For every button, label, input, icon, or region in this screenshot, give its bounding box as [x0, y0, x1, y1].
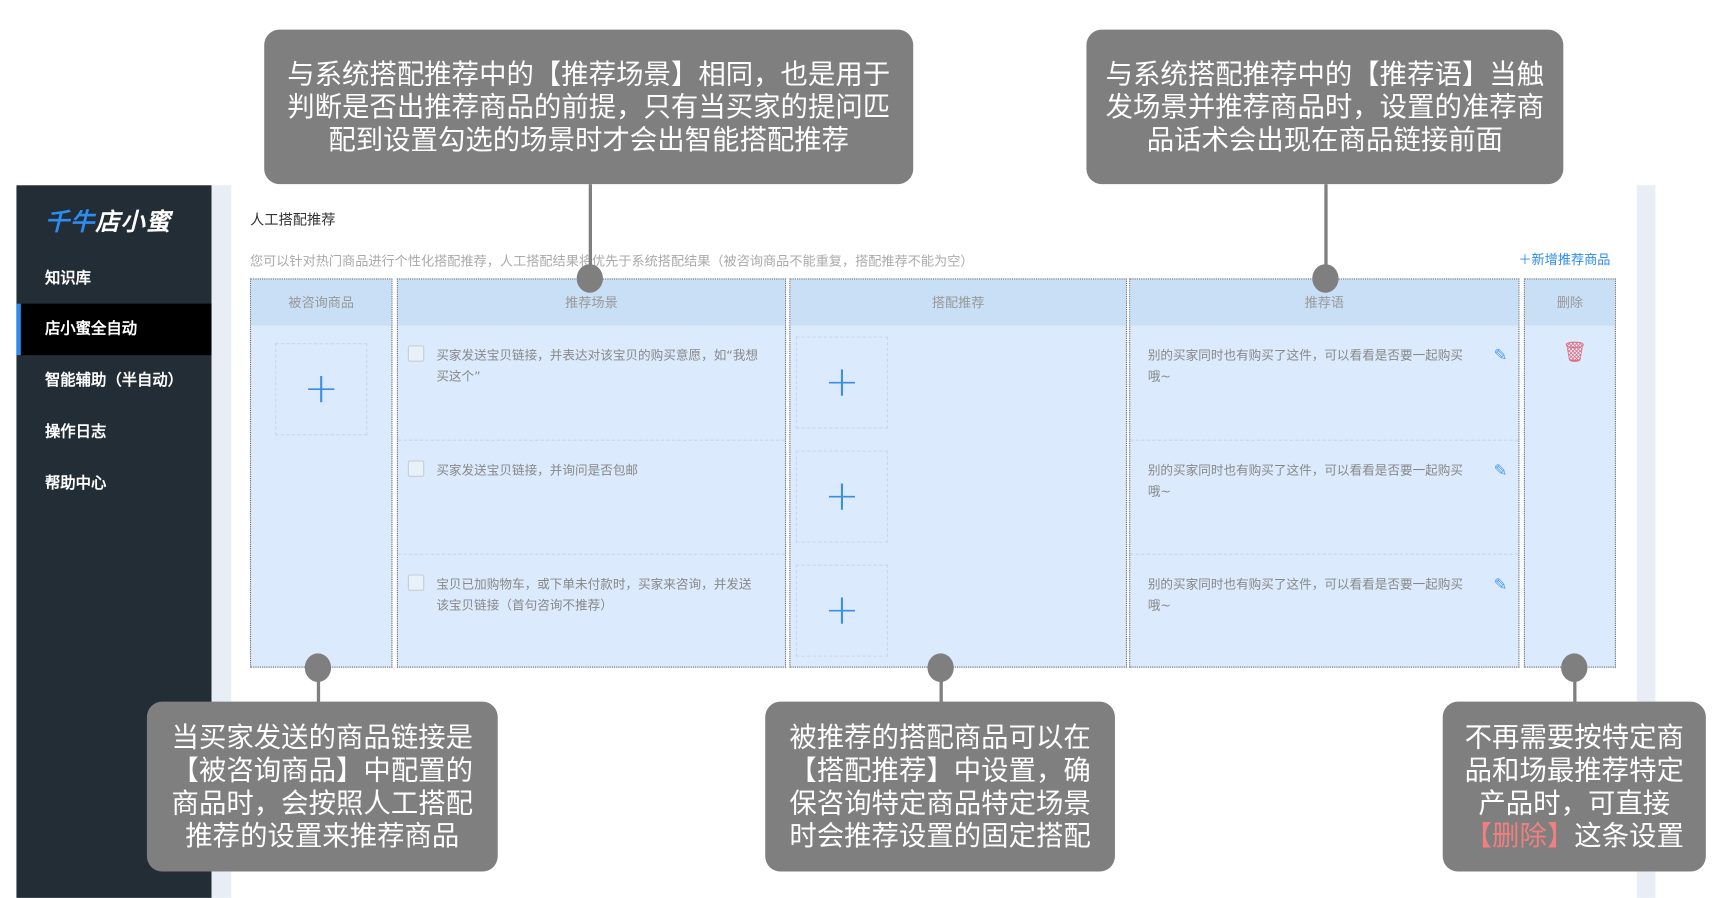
callout-scene: 与系统搭配推荐中的【推荐场景】相同，也是用于判断是否出推荐商品的前提，只有当买家…	[264, 29, 914, 185]
table-row: 别的买家同时也有购买了这件，可以看看是否要一起购买哦~ ✎	[1130, 553, 1519, 668]
add-recommend-button[interactable]: ＋新增推荐商品	[1518, 252, 1611, 268]
callout-text: 被推荐的搭配商品可以在【搭配推荐】中设置，确保咨询特定商品特定场景时会推荐设置的…	[789, 720, 1091, 852]
add-product-button[interactable]: +	[275, 343, 368, 436]
description: 您可以针对热门商品进行个性化搭配推荐，人工搭配结果将优先于系统搭配结果（被咨询商…	[249, 253, 974, 269]
connector	[316, 667, 321, 703]
table-row: 买家发送宝贝链接，并询问是否包邮	[397, 439, 785, 554]
add-match-button[interactable]: +	[795, 450, 889, 543]
scene-text: 宝贝已加购物车，或下单未付款时，买家来咨询，并发送该宝贝链接（首句咨询不推荐）	[436, 576, 752, 613]
callout-consulted: 当买家发送的商品链接是【被咨询商品】中配置的商品时，会按照人工搭配推荐的设置来推…	[146, 701, 498, 872]
trash-icon[interactable]: 🗑	[1562, 340, 1588, 364]
connector-dot	[1312, 264, 1339, 293]
logo: 千牛店小蜜	[44, 209, 172, 237]
sidebar-item-full-auto[interactable]: 店小蜜全自动	[16, 303, 212, 356]
connector-dot	[304, 653, 332, 682]
phrase-text: 别的买家同时也有购买了这件，可以看看是否要一起购买哦~	[1147, 347, 1464, 384]
connector-dot	[576, 264, 603, 293]
connector	[1573, 667, 1577, 703]
edit-icon[interactable]: ✎	[1493, 574, 1508, 595]
connector	[588, 184, 593, 279]
callout-text: 当买家发送的商品链接是【被咨询商品】中配置的商品时，会按照人工搭配推荐的设置来推…	[171, 720, 474, 852]
callout-text: 与系统搭配推荐中的【推荐场景】相同，也是用于判断是否出推荐商品的前提，只有当买家…	[287, 57, 891, 156]
table-row: 别的买家同时也有购买了这件，可以看看是否要一起购买哦~ ✎	[1130, 439, 1519, 554]
phrase-text: 别的买家同时也有购买了这件，可以看看是否要一起购买哦~	[1147, 576, 1464, 613]
table-row: 买家发送宝贝链接，并表达对该宝贝的购买意愿，如“我想买这个”	[398, 326, 785, 440]
column-scene: 推荐场景 买家发送宝贝链接，并表达对该宝贝的购买意愿，如“我想买这个” 买家发送…	[396, 278, 787, 668]
add-match-button[interactable]: +	[795, 564, 889, 657]
connector-dot	[927, 653, 954, 682]
callout-text-part: 这条设置	[1574, 819, 1684, 852]
scene-checkbox[interactable]	[407, 574, 425, 591]
column-match: 搭配推荐 + + +	[789, 278, 1127, 668]
phrase-text: 别的买家同时也有购买了这件，可以看看是否要一起购买哦~	[1147, 462, 1464, 499]
callout-highlight: 【删除】	[1464, 819, 1575, 852]
page-title: 人工搭配推荐	[249, 212, 336, 230]
sidebar-item-semi-auto[interactable]: 智能辅助（半自动）	[44, 371, 184, 390]
scene-checkbox[interactable]	[407, 345, 425, 362]
sidebar: 千牛店小蜜 知识库 店小蜜全自动 智能辅助（半自动） 操作日志 帮助中心	[16, 185, 212, 898]
callout-text: 与系统搭配推荐中的【推荐语】当触发场景并推荐商品时，设置的准荐商品话术会出现在商…	[1105, 57, 1545, 156]
sidebar-item-knowledge[interactable]: 知识库	[44, 269, 91, 288]
column-header: 删除	[1524, 279, 1615, 326]
edit-icon[interactable]: ✎	[1493, 460, 1508, 481]
callout-phrase: 与系统搭配推荐中的【推荐语】当触发场景并推荐商品时，设置的准荐商品话术会出现在商…	[1086, 29, 1564, 185]
callout-delete: 不再需要按特定商品和场最推荐特定产品时，可直接【删除】这条设置	[1442, 701, 1706, 872]
add-match-button[interactable]: +	[795, 336, 889, 429]
scene-text: 买家发送宝贝链接，并表达对该宝贝的购买意愿，如“我想买这个”	[436, 347, 759, 384]
table-row: 别的买家同时也有购买了这件，可以看看是否要一起购买哦~ ✎	[1130, 326, 1518, 440]
column-header: 被咨询商品	[251, 279, 392, 326]
scene-checkbox[interactable]	[407, 460, 425, 477]
table-row: 宝贝已加购物车，或下单未付款时，买家来咨询，并发送该宝贝链接（首句咨询不推荐）	[397, 553, 785, 668]
callout-text: 不再需要按特定商品和场最推荐特定产品时，可直接【删除】这条设置	[1460, 721, 1688, 853]
column-header: 搭配推荐	[790, 279, 1126, 326]
column-consulted-product: 被咨询商品 +	[249, 278, 393, 668]
connector-dot	[1561, 653, 1588, 682]
scene-text: 买家发送宝贝链接，并询问是否包邮	[436, 462, 639, 478]
callout-text-part: 不再需要按特定商品和场最推荐特定产品时，可直接	[1464, 720, 1684, 819]
callout-match: 被推荐的搭配商品可以在【搭配推荐】中设置，确保咨询特定商品特定场景时会推荐设置的…	[765, 701, 1115, 872]
column-delete: 删除 🗑	[1523, 278, 1616, 668]
sidebar-item-log[interactable]: 操作日志	[44, 423, 107, 441]
column-phrase: 推荐语 别的买家同时也有购买了这件，可以看看是否要一起购买哦~✎ 别的买家同时也…	[1129, 278, 1520, 668]
connector	[939, 667, 943, 703]
sidebar-item-help[interactable]: 帮助中心	[44, 474, 107, 493]
connector	[1324, 184, 1328, 279]
edit-icon[interactable]: ✎	[1493, 345, 1508, 366]
